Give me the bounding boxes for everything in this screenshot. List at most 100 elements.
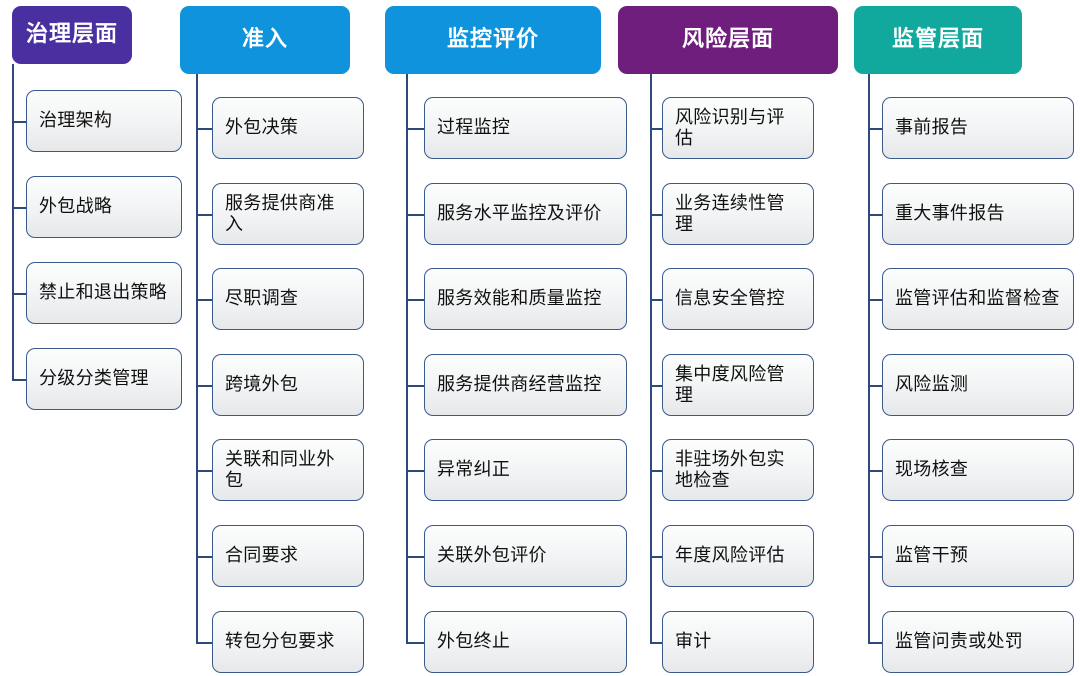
- connector-trunk-risk: [650, 74, 652, 642]
- node-monitoring-3[interactable]: 服务提供商经营监控: [424, 354, 627, 416]
- node-admission-2[interactable]: 尽职调查: [212, 268, 364, 330]
- connector-stub-supervision-1: [868, 214, 882, 216]
- node-risk-1[interactable]: 业务连续性管理: [662, 183, 814, 245]
- node-risk-3[interactable]: 集中度风险管理: [662, 354, 814, 416]
- node-label: 治理架构: [39, 110, 113, 132]
- node-label: 监管问责或处罚: [895, 631, 1024, 653]
- node-label: 外包决策: [225, 117, 299, 139]
- connector-stub-monitoring-4: [406, 470, 424, 472]
- node-label: 现场核查: [895, 459, 969, 481]
- node-monitoring-1[interactable]: 服务水平监控及评价: [424, 183, 627, 245]
- connector-stub-admission-2: [196, 299, 212, 301]
- node-label: 监管干预: [895, 545, 969, 567]
- node-monitoring-5[interactable]: 关联外包评价: [424, 525, 627, 587]
- node-admission-0[interactable]: 外包决策: [212, 97, 364, 159]
- node-label: 合同要求: [225, 545, 299, 567]
- node-label: 分级分类管理: [39, 368, 149, 390]
- node-governance-0[interactable]: 治理架构: [26, 90, 182, 152]
- connector-stub-supervision-6: [868, 642, 882, 644]
- column-header-supervision[interactable]: 监管层面: [854, 6, 1022, 74]
- node-risk-0[interactable]: 风险识别与评估: [662, 97, 814, 159]
- node-label: 审计: [675, 631, 712, 653]
- node-supervision-2[interactable]: 监管评估和监督检查: [882, 268, 1074, 330]
- node-label: 服务提供商准入: [225, 192, 335, 235]
- node-label: 风险识别与评估: [675, 106, 785, 149]
- node-label: 非驻场外包实地检查: [675, 448, 785, 491]
- column-header-monitoring[interactable]: 监控评价: [385, 6, 601, 74]
- node-admission-3[interactable]: 跨境外包: [212, 354, 364, 416]
- node-label: 尽职调查: [225, 288, 299, 310]
- connector-stub-risk-2: [650, 299, 662, 301]
- node-label: 跨境外包: [225, 374, 299, 396]
- node-risk-5[interactable]: 年度风险评估: [662, 525, 814, 587]
- node-governance-1[interactable]: 外包战略: [26, 176, 182, 238]
- connector-stub-governance-0: [12, 121, 26, 123]
- node-label: 过程监控: [437, 117, 511, 139]
- connector-trunk-supervision: [868, 74, 870, 642]
- node-label: 服务提供商经营监控: [437, 374, 602, 396]
- node-supervision-4[interactable]: 现场核查: [882, 439, 1074, 501]
- connector-stub-monitoring-5: [406, 556, 424, 558]
- connector-stub-admission-3: [196, 385, 212, 387]
- node-monitoring-2[interactable]: 服务效能和质量监控: [424, 268, 627, 330]
- node-label: 服务效能和质量监控: [437, 288, 602, 310]
- node-admission-1[interactable]: 服务提供商准入: [212, 183, 364, 245]
- connector-stub-risk-0: [650, 128, 662, 130]
- node-admission-4[interactable]: 关联和同业外包: [212, 439, 364, 501]
- node-monitoring-0[interactable]: 过程监控: [424, 97, 627, 159]
- connector-trunk-governance: [12, 64, 14, 379]
- node-governance-2[interactable]: 禁止和退出策略: [26, 262, 182, 324]
- connector-trunk-admission: [196, 74, 198, 642]
- node-label: 业务连续性管理: [675, 192, 785, 235]
- node-risk-4[interactable]: 非驻场外包实地检查: [662, 439, 814, 501]
- connector-stub-supervision-2: [868, 299, 882, 301]
- node-label: 关联外包评价: [437, 545, 547, 567]
- node-admission-6[interactable]: 转包分包要求: [212, 611, 364, 673]
- node-governance-3[interactable]: 分级分类管理: [26, 348, 182, 410]
- connector-stub-monitoring-2: [406, 299, 424, 301]
- connector-stub-monitoring-3: [406, 385, 424, 387]
- column-header-governance[interactable]: 治理层面: [12, 6, 132, 64]
- connector-stub-supervision-5: [868, 556, 882, 558]
- node-label: 异常纠正: [437, 459, 511, 481]
- connector-stub-admission-0: [196, 128, 212, 130]
- node-risk-2[interactable]: 信息安全管控: [662, 268, 814, 330]
- connector-stub-monitoring-6: [406, 642, 424, 644]
- connector-stub-supervision-3: [868, 385, 882, 387]
- connector-stub-admission-5: [196, 556, 212, 558]
- connector-stub-risk-1: [650, 214, 662, 216]
- connector-stub-monitoring-1: [406, 214, 424, 216]
- connector-stub-admission-6: [196, 642, 212, 644]
- connector-stub-risk-4: [650, 470, 662, 472]
- connector-stub-admission-4: [196, 470, 212, 472]
- node-label: 转包分包要求: [225, 631, 335, 653]
- connector-stub-governance-1: [12, 207, 26, 209]
- node-label: 关联和同业外包: [225, 448, 335, 491]
- connector-stub-risk-6: [650, 642, 662, 644]
- connector-stub-monitoring-0: [406, 128, 424, 130]
- connector-stub-governance-3: [12, 379, 26, 381]
- column-header-admission[interactable]: 准入: [180, 6, 350, 74]
- node-risk-6[interactable]: 审计: [662, 611, 814, 673]
- node-label: 服务水平监控及评价: [437, 203, 602, 225]
- node-supervision-0[interactable]: 事前报告: [882, 97, 1074, 159]
- node-label: 信息安全管控: [675, 288, 785, 310]
- connector-stub-supervision-4: [868, 470, 882, 472]
- node-label: 集中度风险管理: [675, 363, 785, 406]
- connector-stub-risk-3: [650, 385, 662, 387]
- node-supervision-5[interactable]: 监管干预: [882, 525, 1074, 587]
- node-supervision-3[interactable]: 风险监测: [882, 354, 1074, 416]
- node-supervision-6[interactable]: 监管问责或处罚: [882, 611, 1074, 673]
- node-label: 禁止和退出策略: [39, 282, 168, 304]
- node-admission-5[interactable]: 合同要求: [212, 525, 364, 587]
- node-label: 事前报告: [895, 117, 969, 139]
- node-supervision-1[interactable]: 重大事件报告: [882, 183, 1074, 245]
- node-monitoring-6[interactable]: 外包终止: [424, 611, 627, 673]
- column-header-risk[interactable]: 风险层面: [618, 6, 838, 74]
- node-monitoring-4[interactable]: 异常纠正: [424, 439, 627, 501]
- node-label: 年度风险评估: [675, 545, 785, 567]
- connector-stub-risk-5: [650, 556, 662, 558]
